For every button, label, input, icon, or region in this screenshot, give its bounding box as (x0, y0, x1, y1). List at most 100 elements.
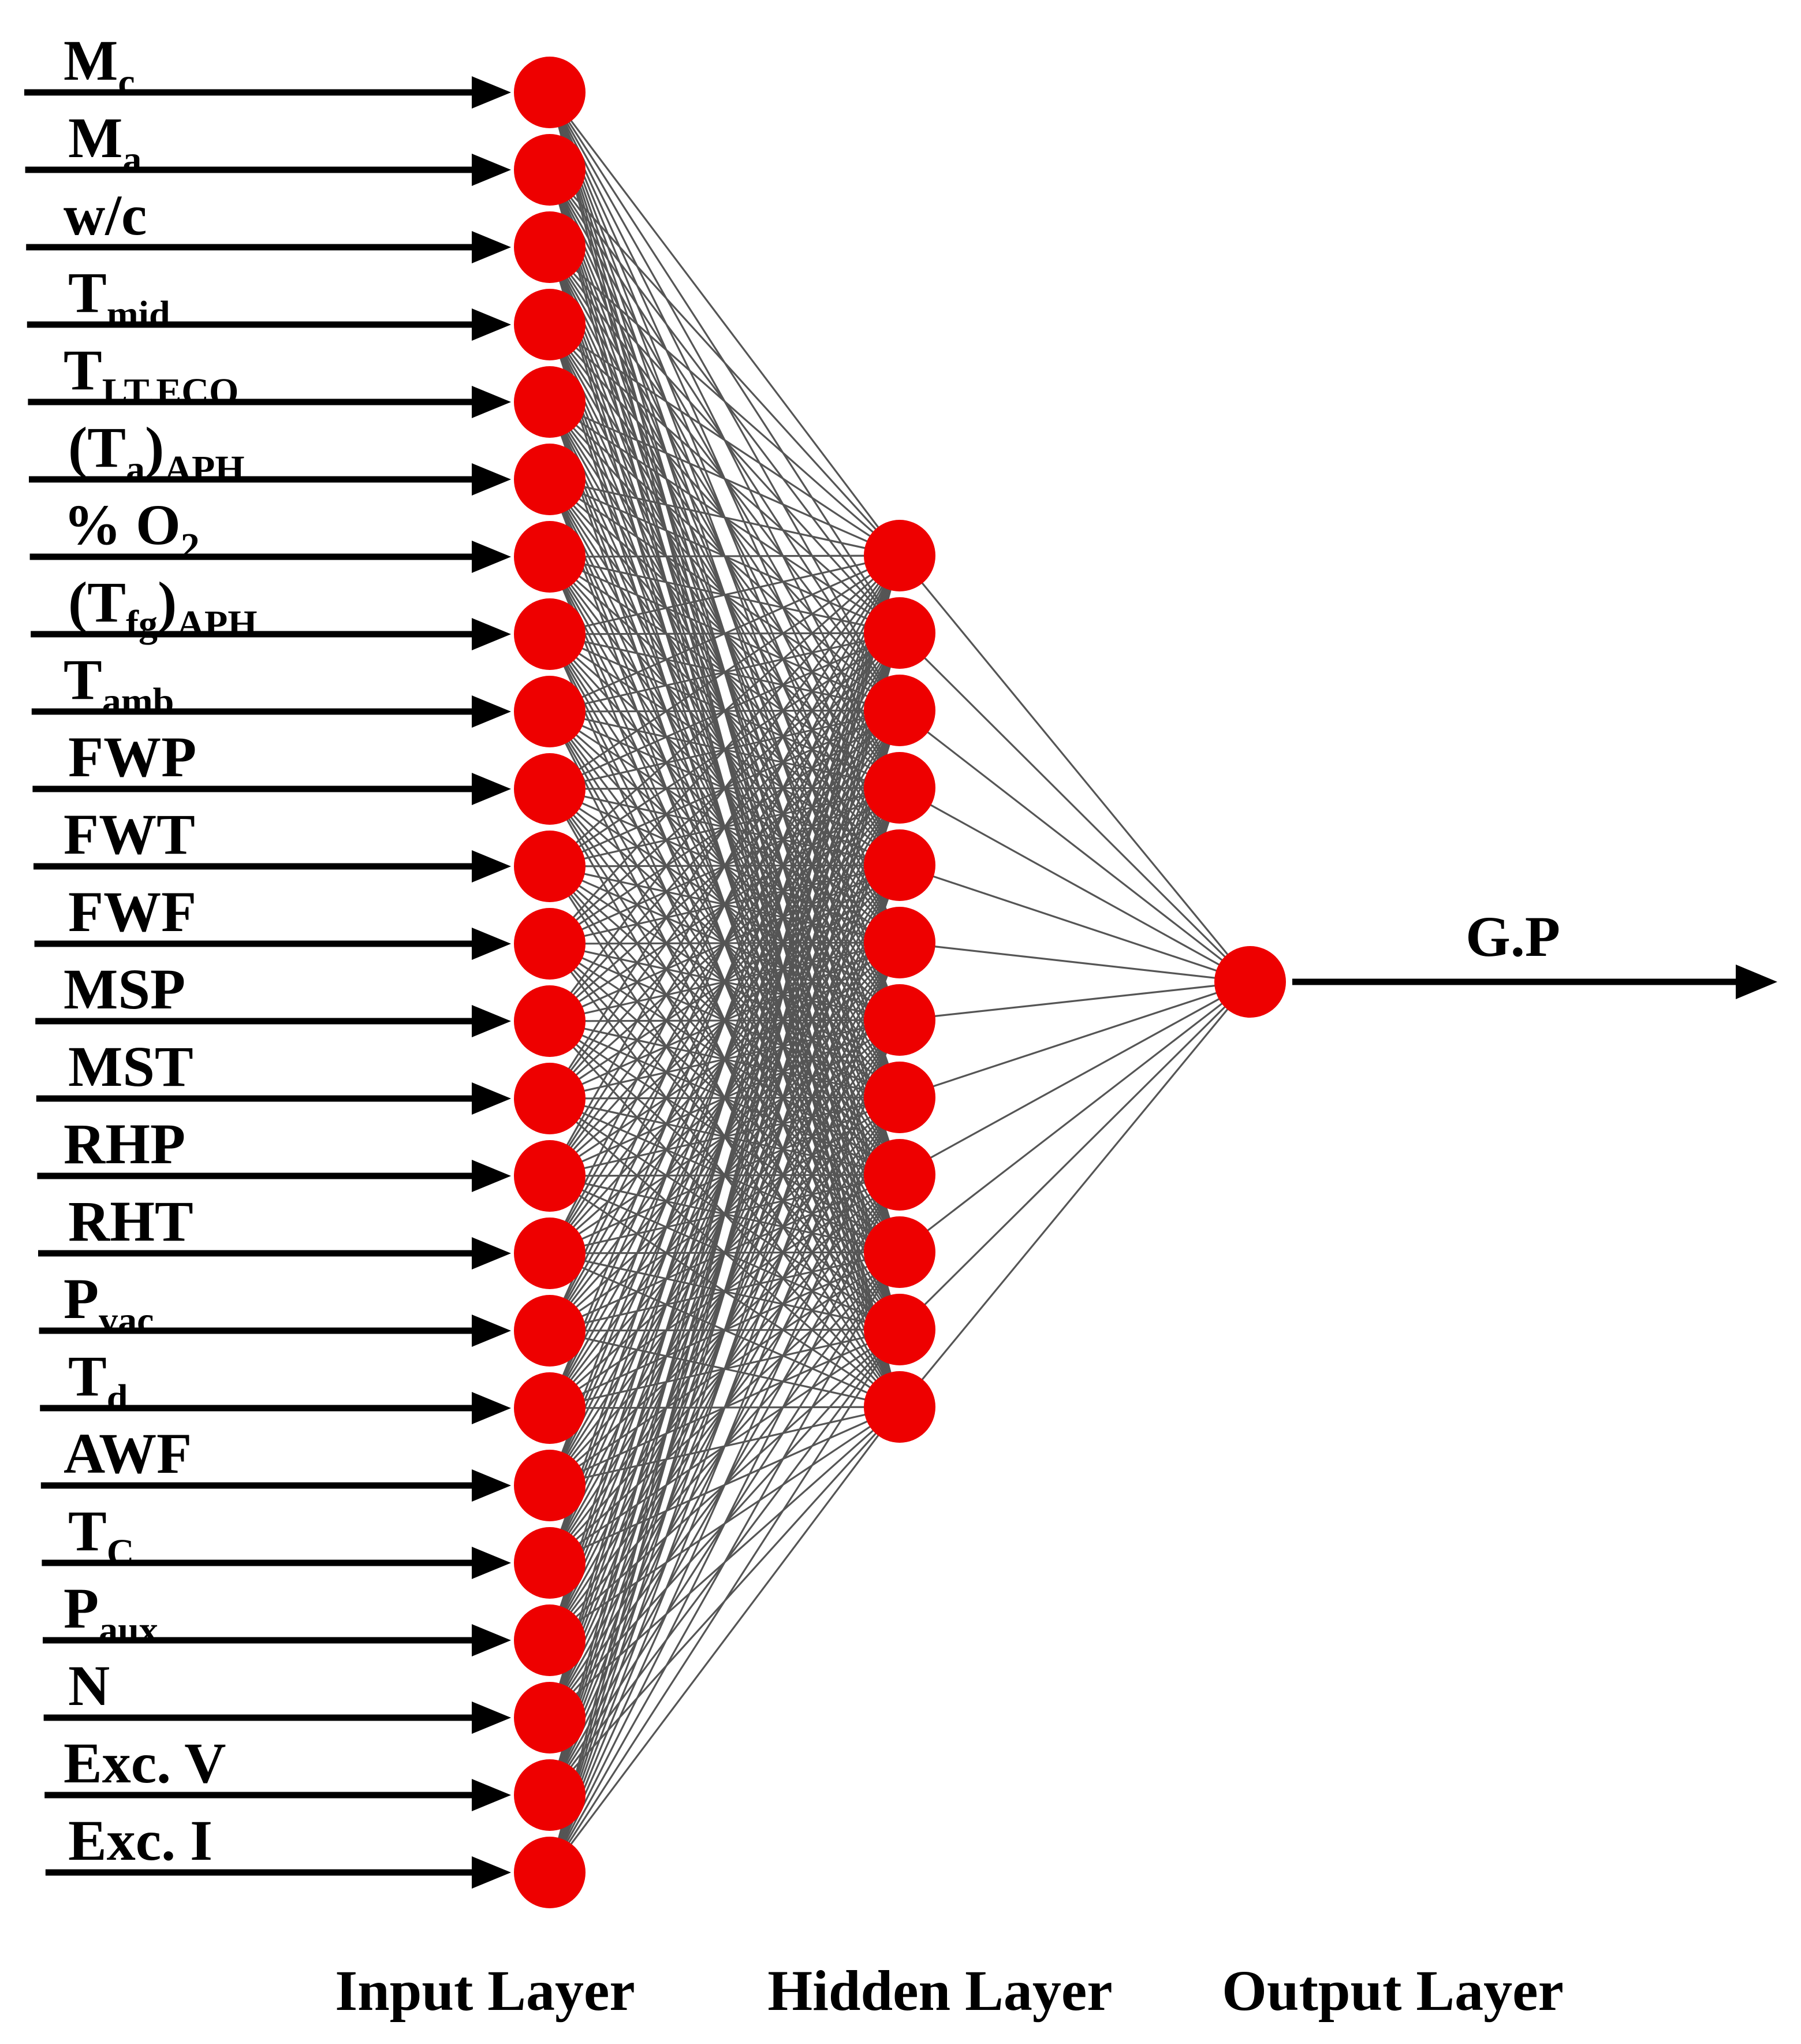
input-node (514, 1682, 586, 1753)
input-label: Exc. V (64, 1731, 226, 1795)
output-arrowhead (1736, 965, 1777, 999)
input-label-main: (T (68, 415, 126, 479)
input-arrowhead (472, 1315, 511, 1347)
connection-line (899, 787, 1251, 983)
input-label-main: RHT (68, 1189, 193, 1253)
connection-line (549, 478, 900, 557)
input-node (514, 1063, 586, 1134)
input-label-main: FWP (68, 725, 196, 789)
input-label-main: RHP (64, 1112, 185, 1176)
input-arrowhead (472, 1779, 511, 1811)
connection-line (899, 709, 1251, 983)
input-arrowhead (472, 1624, 511, 1656)
input-label: (Ta)APH (68, 415, 245, 490)
input-node (514, 1372, 586, 1444)
input-label-main: FWT (64, 802, 195, 866)
input-label: N (68, 1654, 110, 1718)
input-arrowhead (472, 1392, 511, 1424)
input-label: Td (68, 1344, 128, 1419)
input-label-subscript: APH (177, 603, 257, 645)
input-arrowhead (472, 1082, 511, 1115)
input-label: FWF (68, 880, 196, 944)
hidden-node (864, 1062, 935, 1133)
input-node (514, 908, 586, 980)
connection-line (549, 555, 901, 1022)
connection-line (549, 555, 901, 1718)
hidden-node (864, 675, 935, 746)
input-label-main: P (64, 1576, 99, 1640)
input-label: Tmid (68, 260, 170, 336)
input-arrows (24, 76, 511, 1889)
input-label: Tamb (64, 647, 174, 723)
input-label: % O2 (64, 493, 200, 568)
connection-line (549, 1252, 901, 1873)
input-label-main: T (64, 647, 102, 712)
input-label-subscript: amb (102, 680, 174, 723)
input-label-main: P (64, 1267, 99, 1331)
connection-line (549, 246, 901, 557)
input-arrowhead (472, 386, 511, 418)
input-label-main: AWF (64, 1421, 192, 1485)
input-label-subscript: a (126, 448, 145, 490)
input-label: FWT (64, 802, 195, 866)
connection-line (549, 555, 901, 1873)
input-label-subscript: fg (126, 603, 158, 645)
connection-line (549, 92, 901, 556)
input-label-main: T (68, 1344, 107, 1408)
input-arrowhead (472, 154, 511, 186)
input-node (514, 366, 586, 438)
input-label: MSP (64, 957, 185, 1021)
input-node (514, 598, 586, 670)
input-label: RHT (68, 1189, 193, 1253)
connection-line (549, 1097, 901, 1873)
connection-line (549, 1329, 901, 1873)
hidden-node (864, 1216, 935, 1288)
input-label: w/c (64, 183, 147, 247)
input-arrowhead (472, 695, 511, 728)
connection-lines (549, 92, 1251, 1873)
input-node (514, 676, 586, 747)
input-label-main: T (64, 338, 102, 402)
input-arrowhead (472, 463, 511, 496)
connection-line (549, 1174, 901, 1873)
input-label-main: T (68, 1499, 107, 1563)
input-label-main: w/c (64, 183, 147, 247)
input-label-main: M (64, 28, 118, 92)
input-arrowhead (472, 1469, 511, 1502)
connection-line (549, 555, 901, 1486)
input-node (514, 831, 586, 902)
input-label-main: (T (68, 570, 126, 634)
hidden-node (864, 907, 935, 978)
connection-line (549, 555, 901, 1409)
input-label-subscript: C (107, 1532, 135, 1574)
input-node (514, 57, 586, 128)
connection-line (549, 554, 900, 558)
connection-line (549, 632, 901, 1873)
connection-line (898, 981, 1251, 1408)
input-label-subscript: LT.ECO (102, 371, 239, 413)
connection-line (549, 942, 901, 1873)
input-layer-nodes (514, 57, 586, 1908)
connection-line (899, 981, 1251, 1176)
connection-line (549, 554, 901, 868)
input-label-main: % O (64, 493, 181, 557)
hidden-node (864, 829, 935, 901)
connection-line (549, 710, 901, 1873)
input-arrowhead (472, 850, 511, 883)
output-layer-caption: Output Layer (1222, 1959, 1564, 2023)
hidden-node (864, 984, 935, 1056)
input-label: RHP (64, 1112, 185, 1176)
connection-line (549, 554, 900, 635)
input-label: TLT.ECO (64, 338, 238, 413)
input-label-main: FWF (68, 880, 196, 944)
input-label-main: MSP (64, 957, 185, 1021)
connection-line (898, 554, 1251, 983)
input-label-subscript: vac (99, 1300, 154, 1342)
input-label-paren: ) (145, 415, 164, 479)
input-label: FWP (68, 725, 196, 789)
input-node (514, 521, 586, 593)
hidden-node (864, 1371, 935, 1443)
connection-line (549, 555, 901, 1641)
